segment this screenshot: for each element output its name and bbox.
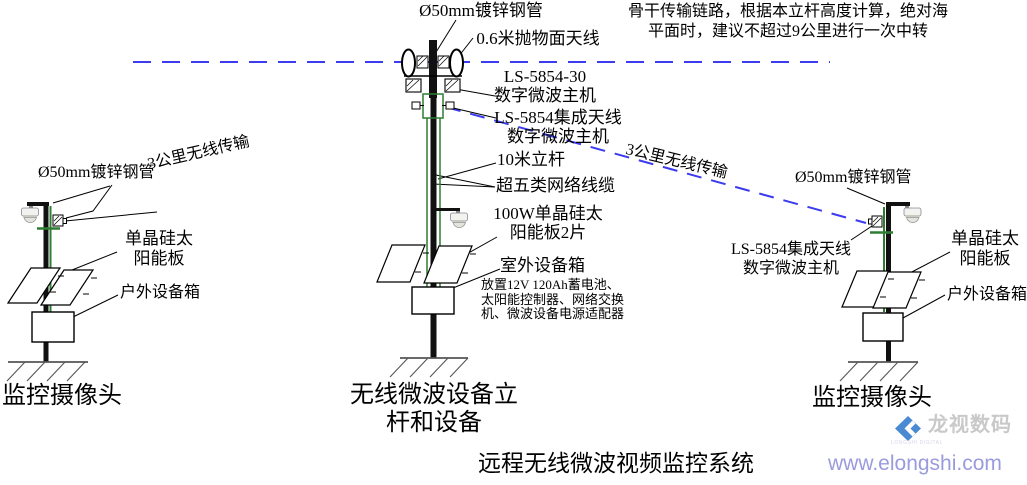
- center-dome-camera-icon: [450, 211, 468, 228]
- label-outdoor-cabinet: 室外设备箱: [500, 256, 585, 275]
- left-ground: [6, 361, 88, 382]
- label-line: 单晶硅太: [125, 229, 193, 248]
- mast-bolts: [411, 101, 455, 110]
- label-line: 放置12V 120Ah蓄电池、: [481, 277, 620, 292]
- label-right-outdoor-box: 户外设备箱: [947, 286, 1027, 303]
- longshi-logo-icon: [895, 416, 921, 441]
- caption-right-camera: 监控摄像头: [812, 385, 932, 411]
- right-camera-arm: [886, 202, 910, 206]
- label-left-outdoor-box: 户外设备箱: [120, 284, 201, 301]
- left-camera-station: [6, 202, 97, 382]
- label-line: LS-5854-30: [503, 67, 587, 86]
- brand-name: 龙视数码: [928, 414, 1012, 436]
- right-equipment-box: [862, 312, 904, 342]
- label-center-solar-panel: 100W单晶硅太 阳能板2片: [473, 204, 623, 242]
- label-10m-pole: 10米立杆: [497, 150, 565, 169]
- label-parabolic-antenna: 0.6米抛物面天线: [476, 29, 600, 48]
- center-ground: [389, 357, 469, 378]
- diagram-title: 远程无线微波视频监控系统: [478, 451, 754, 476]
- label-microwave-host-30: LS-5854-30 数字微波主机: [470, 67, 620, 105]
- left-dome-camera-icon: [21, 206, 39, 223]
- note-line: 平面时，建议不超过9公里进行一次中转: [647, 23, 928, 40]
- brand-tagline: LONGSHI DIGITAL: [891, 440, 943, 446]
- right-microwave-unit: [868, 215, 883, 228]
- right-dome-camera-icon: [903, 206, 922, 223]
- label-right-solar-panel: 单晶硅太 阳能板: [910, 229, 1027, 269]
- caption-line: 杆和设备: [386, 410, 482, 436]
- microwave-radio-units: [405, 78, 461, 93]
- label-line: 数字微波主机: [742, 260, 839, 277]
- parabolic-dish-right-icon: [437, 48, 464, 78]
- label-center-steel-pipe: Ø50mm镀锌钢管: [419, 1, 543, 20]
- caption-left-camera: 监控摄像头: [2, 383, 122, 409]
- label-left-solar-panel: 单晶硅太 阳能板: [84, 229, 234, 269]
- caption-center-mast: 无线微波设备立 杆和设备: [334, 381, 534, 437]
- note-line: 骨干传输链路，根据本立杆高度计算，绝对海: [627, 3, 948, 20]
- center-equipment-box: [411, 286, 455, 315]
- left-solar-panels: [6, 267, 97, 306]
- label-line: LS-5854集成天线: [494, 108, 622, 127]
- left-equipment-box: [31, 311, 75, 343]
- label-right-integrated-antenna-host: LS-5854集成天线 数字微波主机: [716, 240, 866, 278]
- backbone-note: 骨干传输链路，根据本立杆高度计算，绝对海 平面时，建议不超过9公里进行一次中转: [608, 2, 968, 42]
- right-ground: [839, 361, 919, 382]
- label-right-steel-pipe: Ø50mm镀锌钢管: [795, 169, 912, 186]
- label-line: 阳能板2片: [509, 223, 587, 242]
- left-microwave-unit: [52, 214, 67, 227]
- center-solar-panels: [376, 244, 476, 284]
- label-line: 阳能板: [133, 249, 185, 268]
- wireless-links: [133, 61, 867, 224]
- brand-url: www.elongshi.com: [828, 452, 1002, 475]
- left-camera-arm: [27, 202, 49, 206]
- center-microwave-mast: [376, 40, 476, 378]
- label-line: LS-5854集成天线: [730, 241, 851, 258]
- label-line: 阳能板: [959, 249, 1011, 268]
- relay-dashed-link: [445, 106, 867, 224]
- label-line: 100W单晶硅太: [493, 204, 603, 223]
- caption-line: 无线微波设备立: [350, 382, 518, 408]
- right-solar-panels: [841, 270, 925, 309]
- label-integrated-antenna-host: LS-5854集成天线 数字微波主机: [483, 108, 633, 146]
- center-mast-lower: [430, 95, 437, 358]
- label-left-steel-pipe: Ø50mm镀锌钢管: [38, 164, 155, 181]
- label-cat5e-cable: 超五类网络线缆: [496, 176, 615, 195]
- label-cabinet-contents: 放置12V 120Ah蓄电池、 太阳能控制器、网络交换 机、微波设备电源适配器: [481, 277, 625, 322]
- label-line: 数字微波主机: [507, 127, 609, 146]
- parabolic-dish-left-icon: [401, 48, 429, 78]
- label-line: 太阳能控制器、网络交换: [481, 291, 625, 307]
- label-line: 单晶硅太: [951, 229, 1019, 248]
- center-mast-upper: [429, 40, 437, 98]
- center-camera-arm: [436, 208, 460, 211]
- label-line: 数字微波主机: [494, 86, 596, 105]
- leader-lines: [52, 19, 951, 319]
- label-line: 机、微波设备电源适配器: [481, 306, 625, 321]
- right-camera-station: [839, 202, 925, 382]
